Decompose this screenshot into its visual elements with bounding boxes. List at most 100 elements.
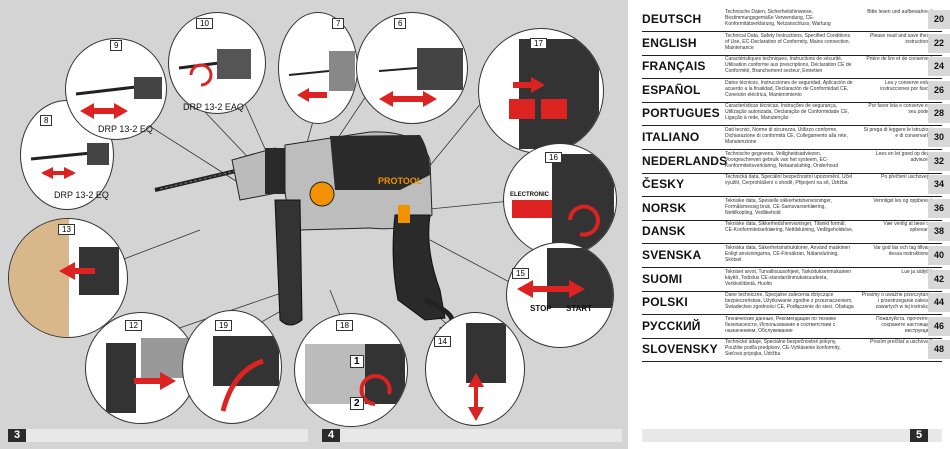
language-page-number[interactable]: 26: [928, 80, 950, 100]
start-label: START: [566, 304, 593, 313]
language-note: Vennligst les og oppbevar!: [873, 197, 932, 204]
figure-10: [168, 12, 266, 114]
language-contents: Tekniske data, Spesielle sikkerhetshenvi…: [725, 197, 833, 216]
figure-10-number: 10: [196, 18, 213, 29]
illustration-page: PROTOOL 8 DRP 13-2 EQ 9 DRP 13-2 EQ 10 D…: [0, 0, 628, 449]
language-note: Var god läs och tag tillvara dessa instr…: [873, 245, 932, 257]
language-row[interactable]: SVENSKA Tekniska data, Säkerhetsinstrukti…: [642, 245, 950, 268]
language-note: Por favor leia e conserve em seu poder!: [868, 103, 932, 116]
figure-9-number: 9: [110, 40, 123, 51]
language-name: SLOVENSKY: [642, 342, 718, 357]
figure-6: [356, 12, 468, 124]
language-page-number[interactable]: 20: [928, 10, 950, 29]
language-page-number[interactable]: 30: [928, 128, 950, 147]
language-name: ITALIANO: [642, 130, 700, 144]
language-row[interactable]: DEUTSCH Technische Daten, Sicherheitshinw…: [642, 9, 950, 32]
language-contents: Dane techniczne, Specjalne zalecenia dot…: [725, 292, 854, 311]
language-note: Please read and save these instructions!: [870, 32, 932, 45]
language-contents: Tekniset arvot, Turvallisuusohjeet, Tark…: [725, 268, 852, 287]
language-page-number[interactable]: 44: [928, 293, 950, 313]
language-contents: Technische Daten, Sicherheitshinweise, B…: [725, 9, 831, 27]
figure-18-step-1: 1: [350, 355, 364, 368]
figure-6-number: 6: [394, 18, 407, 29]
language-page-number[interactable]: 36: [928, 198, 950, 218]
language-note: Po přečtení uschovejte: [881, 174, 932, 181]
figure-10-label: DRP 13-2 EAQ: [183, 102, 244, 112]
language-name: ČESKY: [642, 177, 685, 192]
language-page-number[interactable]: 34: [928, 175, 950, 195]
figure-7: [278, 12, 358, 124]
language-note: Prosimy o uważne przeczytanie i przestrz…: [861, 292, 932, 311]
figure-14-number: 14: [434, 336, 451, 347]
language-contents: Technická data, Speciální bezpečnostní u…: [725, 174, 853, 187]
language-row[interactable]: POLSKI Dane techniczne, Specjalne zalecen…: [642, 292, 950, 316]
language-note: Lue ja säilytä!: [901, 268, 932, 275]
footer-bar-mid: [322, 429, 622, 442]
figure-12-number: 12: [125, 320, 142, 331]
language-contents: Caractéristiques techniques, Instruction…: [725, 56, 852, 75]
language-row[interactable]: SUOMI Tekniset arvot, Turvallisuusohjeet,…: [642, 268, 950, 292]
language-contents: Технические данные, Рекомендации по техн…: [725, 315, 837, 334]
language-page-number[interactable]: 40: [928, 246, 950, 265]
figure-7-number: 7: [332, 18, 345, 29]
figure-18-number: 18: [336, 320, 353, 331]
language-page-number[interactable]: 24: [928, 57, 950, 77]
stop-label: STOP: [530, 304, 552, 313]
figure-9-label: DRP 13-2 EQ: [98, 124, 153, 134]
language-row[interactable]: FRANÇAIS Caractéristiques techniques, Ins…: [642, 56, 950, 80]
language-row[interactable]: PORTUGUES Características técnicas, Instr…: [642, 103, 950, 127]
language-note: Prosím prečítať a uschovať!: [870, 339, 932, 346]
drill-illustration: [94, 59, 521, 346]
figure-17-number: 17: [530, 38, 547, 49]
language-page-number[interactable]: 22: [928, 33, 950, 53]
language-row[interactable]: SLOVENSKY Technické údaje, Špeciálne bezp…: [642, 339, 950, 363]
language-row[interactable]: DANSK Tekniske data, Sikkerhedshenvisning…: [642, 221, 950, 245]
language-row[interactable]: ČESKY Technická data, Speciální bezpečnos…: [642, 174, 950, 198]
language-contents: Technische gegevens, Veiligheidsadviezen…: [725, 150, 839, 169]
language-contents: Características técnicas, Instruções de …: [725, 103, 849, 122]
footer-bar-left: [8, 429, 308, 442]
language-page-number[interactable]: 32: [928, 151, 950, 171]
language-note: Vær venlig at læse og opbevare!: [883, 221, 932, 234]
language-row[interactable]: NORSK Tekniske data, Spesielle sikkerhets…: [642, 197, 950, 221]
language-contents: Technické údaje, Špeciálne bezpečnostné …: [725, 339, 841, 358]
language-page-number[interactable]: 28: [928, 104, 950, 124]
page-gutter: [628, 0, 640, 449]
language-page-number[interactable]: 38: [928, 222, 950, 242]
figure-15: [506, 242, 614, 348]
language-name: SUOMI: [642, 271, 683, 286]
figure-8-number: 8: [40, 115, 53, 126]
language-page-number[interactable]: 42: [928, 269, 950, 289]
language-note: Si prega di leggere le istruzioni e di c…: [863, 127, 932, 139]
figure-9: [65, 38, 167, 140]
footer-bar-right: [642, 429, 942, 442]
language-name: DANSK: [642, 224, 686, 239]
language-note: Prière de lire et de conserver!: [866, 56, 932, 63]
language-contents: Tekniske data, Sikkerhedshenvisninger, T…: [725, 221, 854, 234]
figure-15-number: 15: [512, 268, 529, 279]
figure-8-label: DRP 13-2 EQ: [54, 190, 109, 200]
language-page-number[interactable]: 48: [928, 340, 950, 360]
language-name: POLSKI: [642, 295, 688, 310]
language-page-number[interactable]: 46: [928, 316, 950, 336]
figure-19-number: 19: [215, 320, 232, 331]
figure-18-step-2: 2: [350, 397, 364, 410]
page-number-5: 5: [910, 429, 929, 442]
language-name: PORTUGUES: [642, 106, 720, 121]
language-contents: Technical Data, Safety Instructions, Spe…: [725, 32, 851, 51]
language-name: NORSK: [642, 200, 687, 215]
language-name: SVENSKA: [642, 248, 702, 262]
figure-16-number: 16: [545, 152, 562, 163]
figure-16-label: ELECTRONIC: [510, 192, 549, 198]
language-name: DEUTSCH: [642, 12, 702, 26]
figure-17: [478, 28, 604, 154]
figure-19: [182, 310, 282, 424]
language-name: FRANÇAIS: [642, 59, 706, 74]
language-note: Lea y conserve estas instrucciones por f…: [880, 79, 932, 92]
language-contents: Tekniska data, Säkerhetsinstruktioner, A…: [725, 245, 851, 263]
